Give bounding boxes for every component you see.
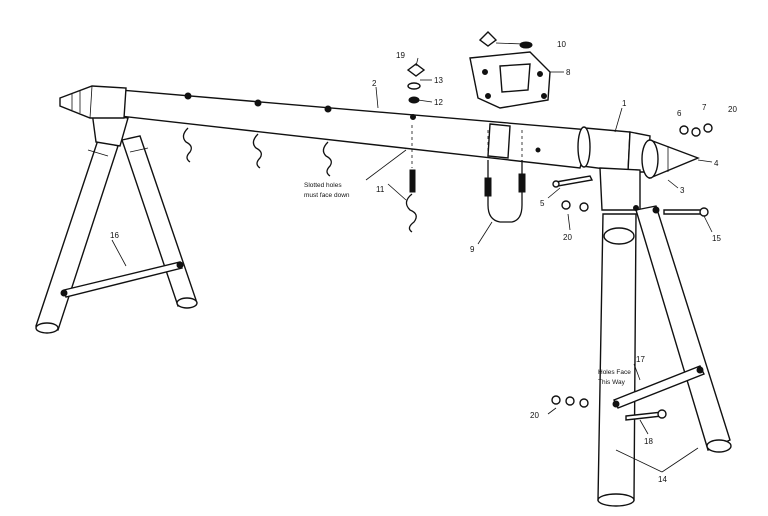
part-9-u-bolt bbox=[484, 130, 526, 223]
callout-1: 1 bbox=[622, 99, 627, 108]
callout-11: 11 bbox=[376, 185, 385, 194]
callout-19: 19 bbox=[396, 51, 405, 60]
callout-13: 13 bbox=[434, 76, 443, 85]
callout-12: 12 bbox=[434, 98, 443, 107]
note-holes-face-line2: This Way bbox=[598, 379, 626, 386]
callout-14: 14 bbox=[658, 475, 667, 484]
callout-15: 15 bbox=[712, 234, 721, 243]
left-a-frame bbox=[35, 111, 198, 334]
callout-labels: 2 1 8 10 13 12 19 11 9 6 7 20 4 3 5 20 1… bbox=[110, 40, 737, 484]
hardware-20-bottom bbox=[551, 395, 589, 408]
callout-10: 10 bbox=[557, 40, 566, 49]
callout-3: 3 bbox=[680, 186, 685, 195]
callout-20-mid: 20 bbox=[563, 233, 572, 242]
callout-16: 16 bbox=[110, 231, 119, 240]
callout-20-top: 20 bbox=[728, 105, 737, 114]
leader-lines bbox=[111, 42, 713, 473]
note-slotted-holes-line2: must face down bbox=[304, 192, 350, 199]
hardware-12-13-19 bbox=[406, 63, 426, 104]
callout-18: 18 bbox=[644, 437, 653, 446]
callout-20-bottom: 20 bbox=[530, 411, 539, 420]
callout-9: 9 bbox=[470, 245, 475, 254]
part-14-right-legs bbox=[597, 205, 732, 507]
hardware-10 bbox=[478, 31, 533, 49]
callout-4: 4 bbox=[714, 159, 719, 168]
note-holes-face-line1: Holes Face bbox=[598, 369, 631, 376]
part-17-right-brace bbox=[612, 365, 705, 409]
assembly-notes: Slotted holes must face down Holes Face … bbox=[304, 182, 631, 386]
note-slotted-holes-line1: Slotted holes bbox=[304, 182, 342, 189]
hardware-20-mid bbox=[561, 200, 589, 212]
callout-6: 6 bbox=[677, 109, 682, 118]
part-15-bolt bbox=[652, 206, 709, 217]
part-11-hook-bolt bbox=[405, 125, 417, 233]
part-5-bolt bbox=[552, 175, 594, 188]
part-16-left-brace bbox=[60, 261, 184, 298]
part-3-tee-fitting bbox=[599, 167, 641, 211]
hardware-6-7-20 bbox=[679, 123, 713, 137]
callout-8: 8 bbox=[566, 68, 571, 77]
callout-7: 7 bbox=[702, 103, 707, 112]
part-18-bolt bbox=[625, 409, 667, 421]
hanger-hooks bbox=[182, 127, 332, 177]
part-1-connector-sleeve bbox=[577, 126, 651, 173]
callout-17: 17 bbox=[636, 355, 645, 364]
callout-2: 2 bbox=[372, 79, 377, 88]
callout-5: 5 bbox=[540, 199, 545, 208]
part-4-end-cap bbox=[641, 138, 700, 180]
part-8-bracket bbox=[469, 51, 551, 109]
part-2-top-beam bbox=[59, 85, 591, 169]
